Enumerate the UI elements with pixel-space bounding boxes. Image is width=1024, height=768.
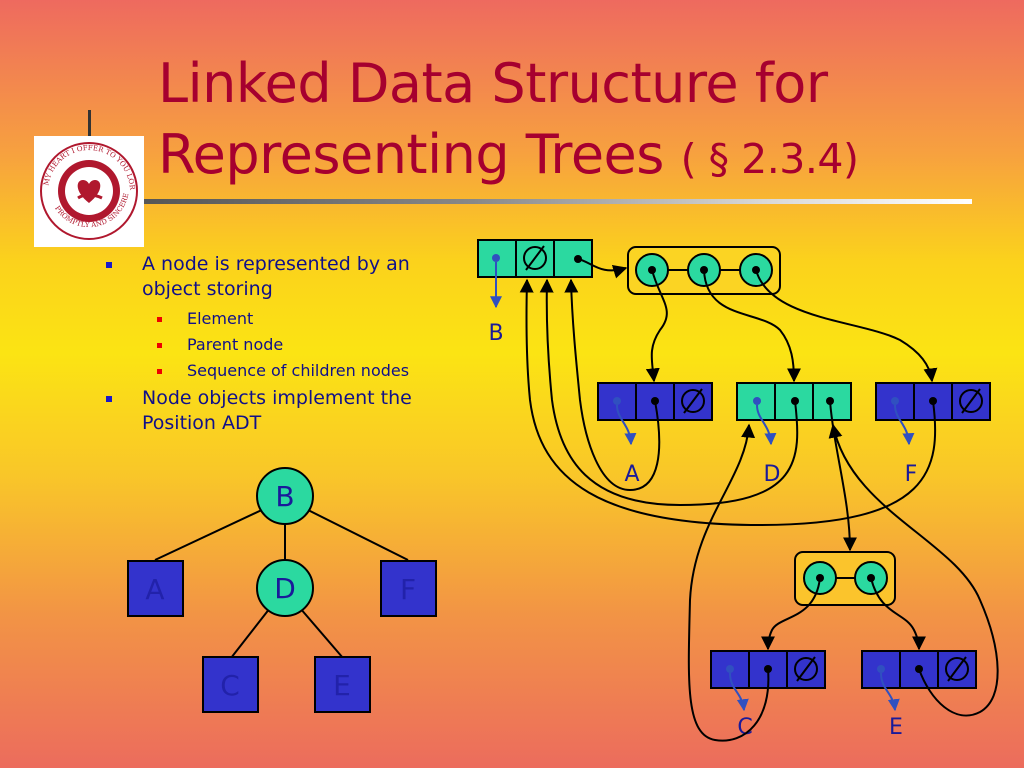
tree-node-label: E xyxy=(333,669,351,702)
tree-node-label: D xyxy=(274,572,296,605)
element-f: F xyxy=(905,462,918,487)
tree-node-label: A xyxy=(145,573,164,606)
element-a: A xyxy=(624,462,639,487)
abstract-tree: B A D F C E xyxy=(127,467,437,713)
bullet-position-adt: Node objects implement the Position ADT xyxy=(100,386,440,436)
tree-node-f: F xyxy=(380,560,437,617)
title-divider-vertical xyxy=(88,110,91,140)
title-line-1: Linked Data Structure for xyxy=(158,52,828,115)
bullet-node-storage: A node is represented by an object stori… xyxy=(100,252,440,302)
section-reference: ( § 2.3.4) xyxy=(680,135,859,183)
tree-edge-b-f xyxy=(303,507,409,561)
tree-node-e: E xyxy=(314,656,371,713)
tree-edge-d-e xyxy=(299,607,344,659)
node-object-c xyxy=(710,650,826,689)
element-d: D xyxy=(764,462,781,487)
tree-edge-b-a xyxy=(154,507,267,561)
element-b: B xyxy=(488,321,503,346)
element-e: E xyxy=(889,715,903,740)
tree-node-label: B xyxy=(275,480,294,513)
node-object-d xyxy=(736,382,852,421)
sub-bullet-parent-node: Parent node xyxy=(100,332,440,358)
tree-node-b: B xyxy=(256,467,314,525)
sub-bullet-list: Element Parent node Sequence of children… xyxy=(100,306,440,384)
title-divider-horizontal xyxy=(140,199,972,204)
bullet-list: A node is represented by an object stori… xyxy=(100,252,440,440)
node-object-e xyxy=(861,650,977,689)
tree-node-a: A xyxy=(127,560,184,617)
university-seal-logo: MY HEART I OFFER TO YOU LORD PROMPTLY AN… xyxy=(31,130,144,247)
node-object-f xyxy=(875,382,991,421)
tree-edge-d-c xyxy=(230,607,271,659)
tree-node-label: F xyxy=(400,573,416,606)
sub-bullet-element: Element xyxy=(100,306,440,332)
element-c: C xyxy=(737,715,752,740)
tree-node-d: D xyxy=(256,559,314,617)
null-parent-icon xyxy=(523,246,547,270)
children-container-d xyxy=(794,551,896,606)
tree-node-label: C xyxy=(220,669,240,702)
title-line-2: Representing Trees ( § 2.3.4) xyxy=(158,119,998,195)
slide-title: Linked Data Structure for Representing T… xyxy=(158,48,998,195)
linked-structure: B A xyxy=(477,239,999,742)
node-object-a xyxy=(597,382,713,421)
tree-node-c: C xyxy=(202,656,259,713)
sub-bullet-children: Sequence of children nodes xyxy=(100,358,440,384)
title-main: Representing Trees xyxy=(158,123,664,186)
